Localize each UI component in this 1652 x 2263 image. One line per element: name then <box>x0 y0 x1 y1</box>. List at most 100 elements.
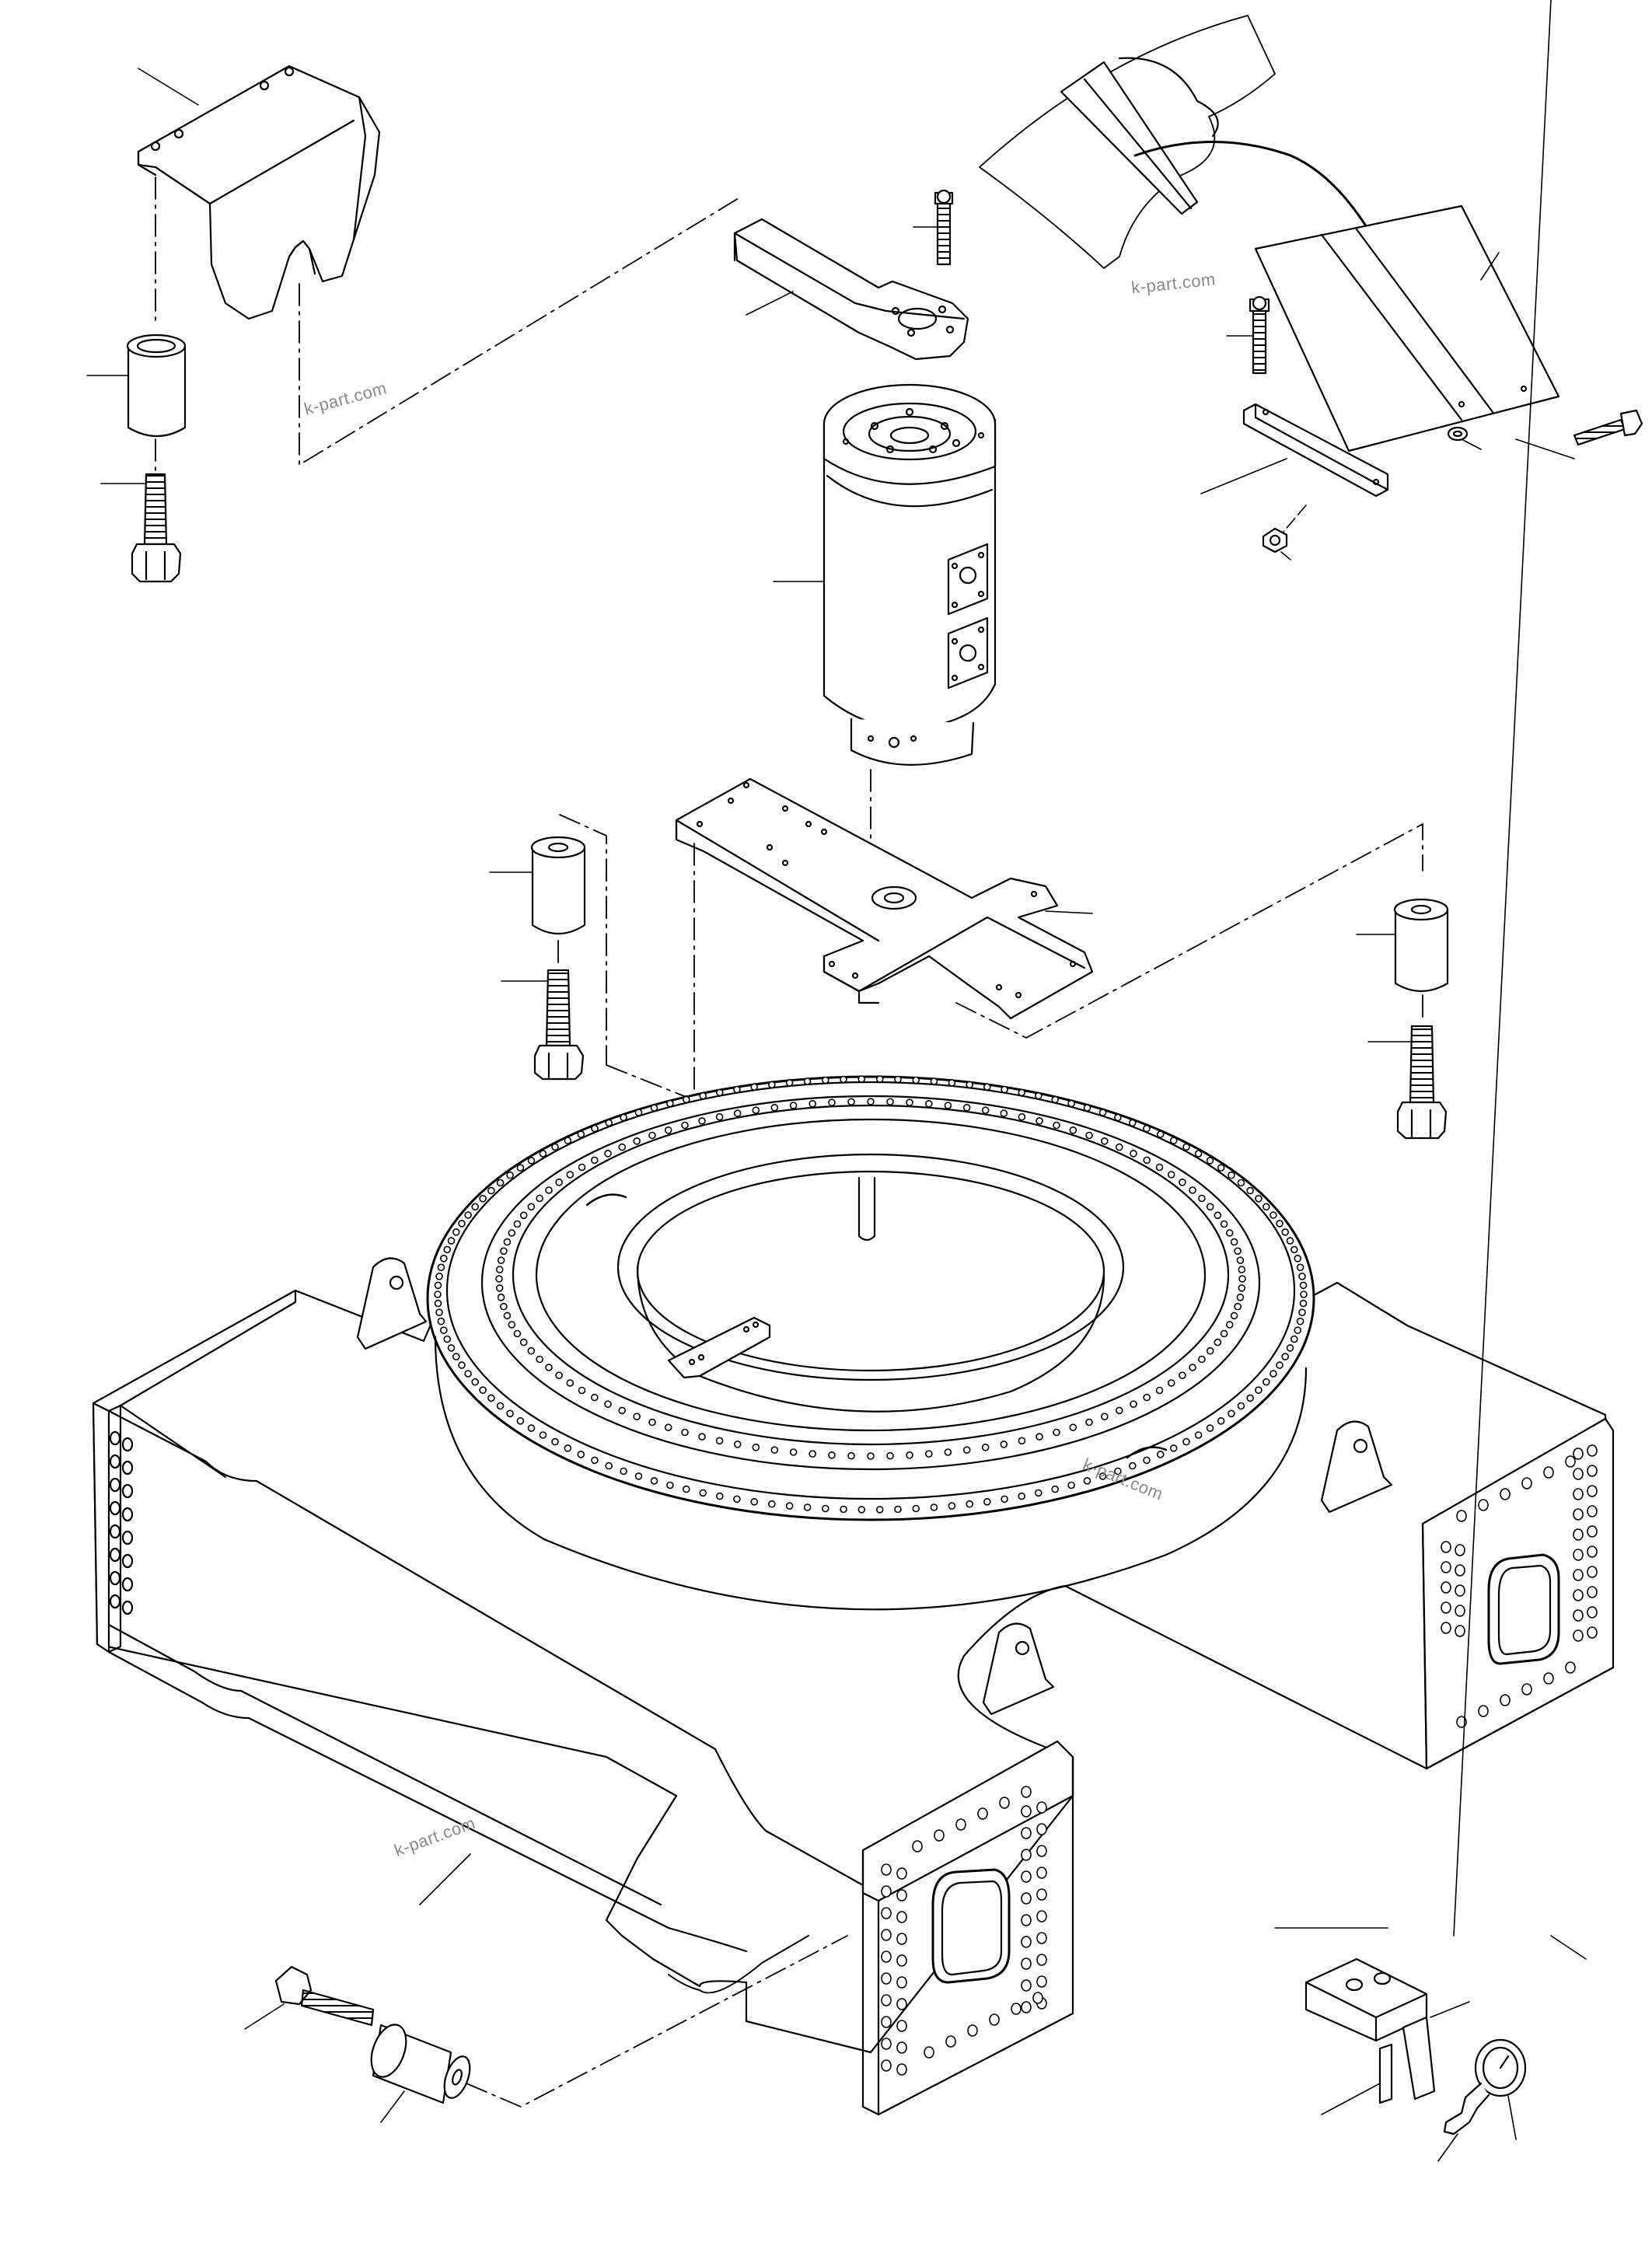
bolt-hole <box>934 1829 945 1842</box>
bolt-hole <box>1021 1957 1032 1970</box>
bolt-hole <box>447 1237 456 1245</box>
bolt-hole <box>1067 1481 1075 1489</box>
bolt-hole <box>1143 1456 1151 1465</box>
bolt-hole <box>1573 1528 1584 1541</box>
bolt-hole <box>1237 1179 1245 1187</box>
bolt-hole <box>1036 1845 1047 1857</box>
bolt-hole <box>770 1104 779 1112</box>
bolt-hole <box>1587 1444 1598 1457</box>
bolt-hole <box>966 1081 973 1089</box>
bolt-hole <box>1299 1299 1308 1308</box>
bolt-hole <box>1155 1386 1164 1395</box>
bolt-hole <box>1587 1545 1598 1558</box>
bolt-hole <box>1543 1466 1554 1479</box>
bolt-hole <box>666 1481 674 1489</box>
bolt-hole <box>434 1281 442 1290</box>
bolt-hole <box>1036 1932 1047 1944</box>
bushing-sleeve <box>86 334 187 438</box>
bolt-hole <box>516 1164 525 1172</box>
bolt-hole <box>1263 1378 1270 1386</box>
bolt-hole <box>1455 1544 1465 1556</box>
hex-bolt <box>244 1965 375 2030</box>
bolt-hole <box>699 1091 707 1100</box>
bolt-hole <box>840 1505 847 1514</box>
bolt-hole <box>513 1220 522 1228</box>
bolt-hole <box>527 1157 536 1165</box>
bushing-sleeve <box>370 2024 471 2123</box>
bolt-hole <box>966 1500 973 1508</box>
bolt-hole <box>633 1137 641 1145</box>
bolt-hole <box>555 1371 563 1379</box>
bolt-hole <box>1230 1238 1238 1246</box>
bolt-hole <box>1001 1495 1008 1503</box>
bolt-hole <box>437 1263 445 1272</box>
bolt-hole <box>1036 1888 1047 1901</box>
bolt-hole <box>1143 1393 1151 1402</box>
bolt-hole <box>894 1505 902 1514</box>
bolt-hole <box>981 1444 990 1451</box>
bolt-hole <box>555 1179 563 1186</box>
bolt-hole <box>1263 1203 1270 1211</box>
bolt-hole <box>1169 1444 1178 1452</box>
bolt-hole <box>650 1477 658 1485</box>
bolt-hole <box>767 1500 776 1508</box>
bolt-hole <box>912 1076 920 1084</box>
bolt-hole <box>881 2016 892 2028</box>
bolt-hole <box>1167 1171 1175 1179</box>
bolt-hole <box>1206 1346 1214 1355</box>
bolt-hole <box>733 1441 742 1448</box>
bolt-hole <box>566 1379 575 1387</box>
bolt-hole <box>1276 1220 1284 1228</box>
bolt-hole <box>1169 1137 1178 1144</box>
bolt-hole <box>1051 1095 1059 1104</box>
bolt-hole <box>1217 1417 1225 1425</box>
bolt-hole <box>1085 1418 1093 1427</box>
bolt-hole <box>681 1428 689 1437</box>
bolt-hole <box>634 1109 643 1116</box>
bolt-hole <box>500 1302 508 1311</box>
bolt-hole <box>1225 1229 1234 1237</box>
bolt-hole <box>1036 1910 1047 1923</box>
bolt-hole <box>752 1444 760 1451</box>
bolt-hole <box>1587 1505 1598 1517</box>
bolt-hole <box>1035 1489 1043 1497</box>
bolt-hole <box>527 1203 536 1211</box>
bolt-hole <box>513 1329 522 1338</box>
hex-bolt <box>1447 409 1643 459</box>
bolt-hole <box>539 1431 547 1439</box>
bolt-hole <box>1238 1266 1246 1273</box>
bolt-hole <box>1441 1601 1451 1614</box>
bolt-hole <box>989 2013 1000 2026</box>
bolt-hole <box>881 1929 892 1941</box>
bolt-hole <box>881 1994 892 2006</box>
slewing-ring-base <box>92 1075 1615 2116</box>
bolt-hole <box>1214 1338 1222 1346</box>
bolt-hole <box>506 1409 514 1418</box>
bolt-hole <box>452 1228 460 1236</box>
bolt-hole <box>1573 1488 1584 1500</box>
bolt-hole <box>506 1171 514 1179</box>
bolt-hole <box>789 1102 798 1109</box>
bolt-hole <box>1189 1186 1196 1194</box>
bolt-hole <box>1281 1228 1289 1236</box>
bolt-hole <box>857 1075 866 1083</box>
bolt-hole <box>785 1079 794 1087</box>
bolt-hole <box>1587 1485 1598 1497</box>
bolt-hole <box>577 1451 585 1458</box>
bolt-hole <box>1021 1849 1032 1861</box>
bolt-hole <box>881 2038 892 2050</box>
bolt-hole <box>752 1106 760 1114</box>
bolt-hole <box>503 1238 512 1246</box>
bolt-hole <box>1573 1569 1584 1581</box>
bolt-hole <box>770 1446 779 1454</box>
bolt-hole <box>1246 1186 1254 1195</box>
bolt-hole <box>578 1386 586 1395</box>
bushing-sleeve <box>489 836 586 934</box>
bolt-hole <box>847 1098 855 1106</box>
bushing-sleeve <box>1356 898 1449 992</box>
bolt-hole <box>458 1220 466 1228</box>
bolt-hole <box>803 1503 812 1511</box>
bolt-hole <box>1021 1936 1032 1948</box>
bolt-hole <box>1255 1195 1263 1203</box>
